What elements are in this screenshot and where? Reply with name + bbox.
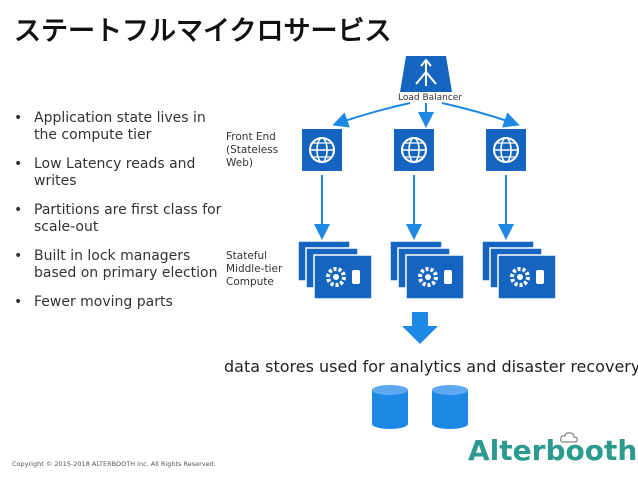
bullet-text: Partitions are first class for scale-out	[34, 202, 222, 235]
front-end-label-line: (Stateless	[226, 144, 279, 156]
bullet-item: •Application state lives in the compute …	[14, 110, 206, 143]
load-balancer-icon	[400, 56, 452, 92]
database-icon	[372, 385, 408, 429]
middle-tier-label-line: Middle-tier	[226, 263, 283, 275]
bullet-text: Low Latency reads and writes	[34, 156, 196, 189]
lb-arrows	[332, 102, 520, 128]
down-arrow-icon	[402, 312, 438, 344]
front-end-label-line: Front End	[226, 131, 276, 143]
front-end-tile	[394, 129, 434, 171]
slide-title: ステートフルマイクロサービス	[14, 16, 392, 47]
front-end-label-line: Web)	[226, 157, 253, 169]
logo-text: Alterbooth	[468, 434, 638, 467]
bullet-text: Built in lock managers based on primary …	[34, 248, 218, 281]
bullet-text: Application state lives in the compute t…	[34, 110, 206, 143]
middle-tier-label: Stateful Middle-tier Compute	[226, 250, 282, 289]
front-end-tile	[302, 129, 342, 171]
bullet-item: •Fewer moving parts	[14, 294, 173, 310]
bullet-item: •Low Latency reads and writes	[14, 156, 196, 189]
compute-stack	[389, 240, 465, 300]
front-end-label: Front End (Stateless Web)	[226, 131, 278, 170]
load-balancer-label: Load Balancer	[398, 93, 463, 103]
bullet-item: •Built in lock managers based on primary…	[14, 248, 218, 281]
bullet-list: •Application state lives in the compute …	[14, 110, 224, 323]
database-icon	[432, 385, 468, 429]
copyright-text: Copyright © 2015-2018 ALTERBOOTH inc. Al…	[12, 460, 216, 468]
middle-tier-label-line: Compute	[226, 276, 274, 288]
bullet-text: Fewer moving parts	[34, 294, 173, 310]
tier-arrows	[314, 175, 514, 240]
compute-stack	[297, 240, 373, 300]
front-end-tile	[486, 129, 526, 171]
bullet-item: •Partitions are first class for scale-ou…	[14, 202, 222, 235]
cloud-icon	[560, 432, 578, 443]
alterbooth-logo: Alterbooth	[468, 432, 638, 467]
data-stores-label: data stores used for analytics and disas…	[224, 357, 638, 376]
compute-stack	[481, 240, 557, 300]
middle-tier-label-line: Stateful	[226, 250, 268, 262]
